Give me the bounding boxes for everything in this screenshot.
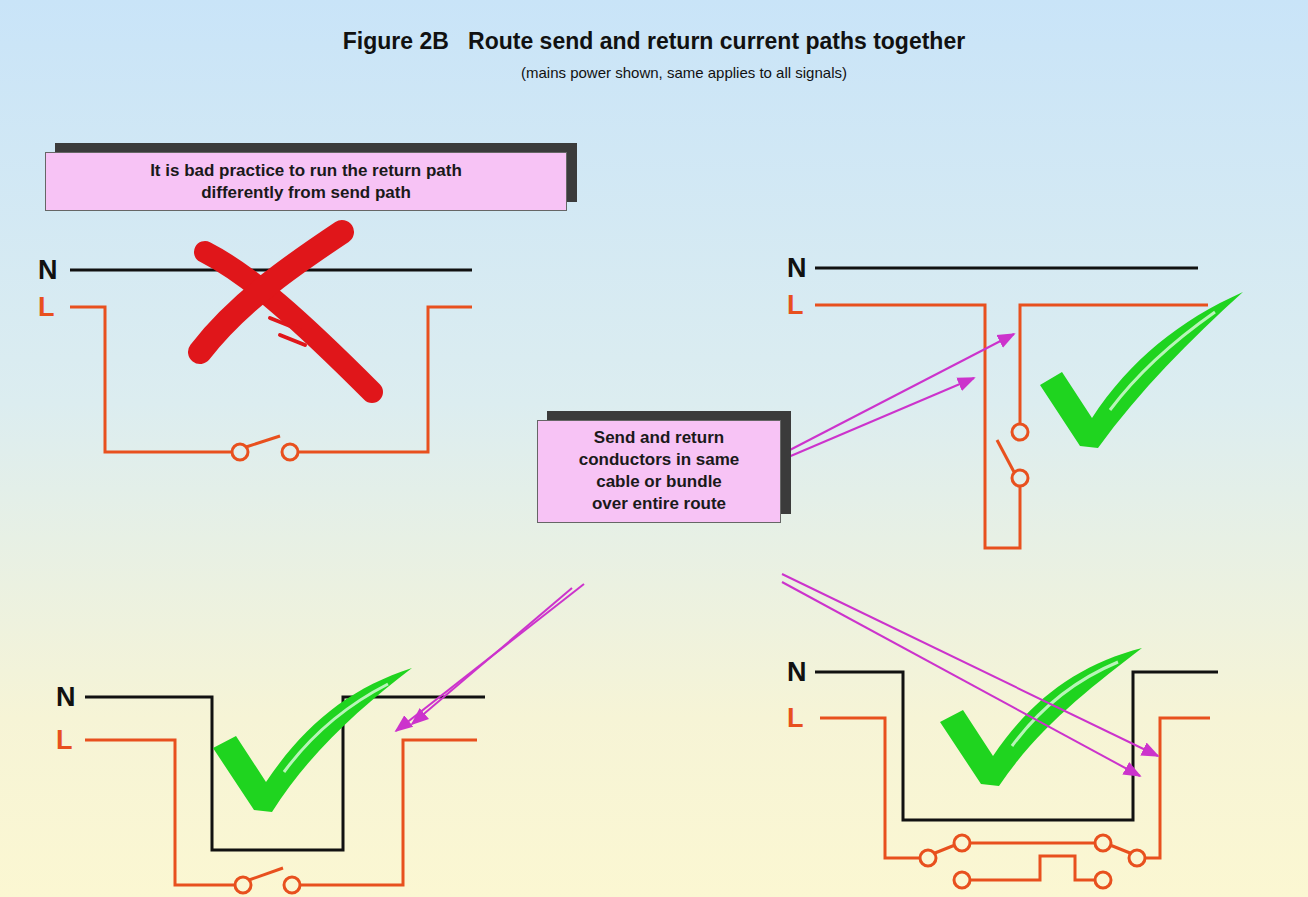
figure-title: Figure 2B Route send and return current … [0,28,1308,55]
note-text: Send and return conductors in same cable… [576,427,742,515]
note-box: It is bad practice to run the return pat… [45,152,567,211]
good-circuit [85,697,485,893]
green-tick [213,292,1243,812]
note-text: It is bad practice to run the return pat… [108,160,504,204]
conductor-label: N [787,255,807,282]
figure-subtitle: (mains power shown, same applies to all … [30,64,1308,81]
conductor-label: L [787,292,804,319]
note-box: Send and return conductors in same cable… [537,420,781,523]
good-circuit [815,268,1208,548]
red-cross [200,232,372,392]
conductor-label: N [38,257,58,284]
conductor-label: L [787,705,804,732]
good-circuit [815,672,1218,888]
conductor-label: N [56,684,76,711]
conductor-label: L [38,294,55,321]
conductor-label: L [56,727,73,754]
leader-arrow [396,334,1158,776]
conductor-label: N [787,659,807,686]
